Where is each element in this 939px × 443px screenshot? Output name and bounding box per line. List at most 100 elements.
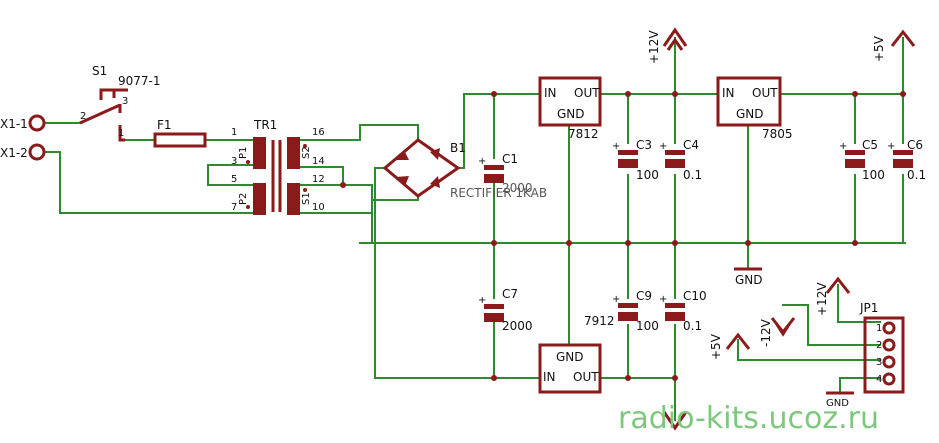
jp1-pin2-label: 2	[876, 340, 882, 351]
ground-symbol: GND	[734, 267, 763, 287]
junction-dot	[672, 240, 678, 246]
cap-plate-icon	[893, 150, 913, 155]
header-pin-icon	[882, 372, 896, 386]
cap-plus-sign: +	[659, 141, 667, 152]
junction-dot	[852, 240, 858, 246]
s1-pin1-label: 1	[118, 128, 124, 139]
r7812-out-label: OUT	[574, 86, 600, 100]
capacitor-c9: + C9 100	[612, 289, 659, 333]
r7805-out-label: OUT	[752, 86, 778, 100]
c3-value-label: 100	[636, 168, 659, 182]
regulator-body-icon	[716, 76, 782, 127]
c6-value-label: 0.1	[907, 168, 926, 182]
switch-lever	[79, 103, 121, 125]
supply-arrow-down-icon	[770, 317, 796, 337]
c9-ref-label: C9	[636, 289, 652, 303]
junction-dot	[491, 91, 497, 97]
junctions	[340, 91, 906, 381]
capacitor-c3: + C3 100	[612, 138, 659, 182]
cap-plate-icon	[618, 159, 638, 168]
watermark-text: radio-kits.ucoz.ru	[618, 401, 879, 436]
header-jp1: JP1 1 2 3 4 +12V -12V +5V GND	[709, 276, 905, 409]
wire-tr14-to-tr12-node	[299, 166, 344, 186]
polarity-dot	[303, 188, 307, 192]
winding-p1-icon	[253, 137, 266, 169]
regulator-7912: GND IN OUT 7912	[538, 314, 615, 394]
cap-plate-icon	[618, 303, 638, 308]
cap-plate-icon	[484, 174, 504, 183]
wire-bridge-positive	[457, 93, 541, 169]
supply-arrow-up-icon	[825, 276, 851, 294]
winding-p1-label: P1	[238, 147, 249, 159]
tr1-pin1-label: 1	[231, 127, 237, 138]
supply-p12-symbol: +12V	[647, 27, 688, 64]
switch-actuator	[99, 88, 128, 100]
bridge-rectifier-b1: B1 RECTIFIER 1KAB	[382, 138, 547, 200]
r7805-in-label: IN	[722, 86, 735, 100]
wire-jp1-gnd	[839, 377, 881, 393]
jp1-p5-label: +5V	[709, 333, 723, 360]
jp1-m12-label: -12V	[759, 318, 773, 347]
supply-arrow-up-icon	[725, 332, 751, 350]
capacitor-c6: + C6 0.1	[887, 138, 926, 182]
wire-x2-to-tr-pin7	[44, 151, 256, 214]
p12-rail-label: +12V	[647, 30, 661, 64]
junction-dot	[566, 240, 572, 246]
cap-plus-sign: +	[887, 141, 895, 152]
cap-plate-icon	[484, 165, 504, 170]
winding-s2-icon	[287, 137, 300, 169]
winding-s1-icon	[287, 183, 300, 215]
winding-s2-label: S2	[301, 146, 312, 159]
junction-dot	[745, 240, 751, 246]
jp1-p12-label: +12V	[815, 282, 829, 316]
x1-2-label: X1-2	[0, 146, 28, 160]
wire-tr-primary-link	[207, 164, 256, 186]
bridge-outline-icon	[382, 138, 461, 198]
cap-plate-icon	[665, 159, 685, 168]
winding-p2-icon	[253, 183, 266, 215]
cap-plate-icon	[893, 159, 913, 168]
polarity-dot	[246, 205, 250, 209]
tr1-pin7-label: 7	[231, 202, 237, 213]
cap-plus-sign: +	[659, 294, 667, 305]
junction-dot	[672, 375, 678, 381]
cap-plate-icon	[618, 150, 638, 155]
junction-dot	[672, 91, 678, 97]
winding-p2-label: P2	[238, 193, 249, 205]
jp1-gnd-label: GND	[826, 398, 849, 409]
transformer-tr1: TR1 1 3 5 7 16 14 12 10 P1 P2 S2 S1	[231, 118, 325, 215]
wire-jp1-p5	[737, 339, 881, 361]
switch-contact-1	[118, 125, 125, 142]
r7812-gnd-label: GND	[557, 107, 585, 121]
c10-ref-label: C10	[683, 289, 707, 303]
tr1-pin3-label: 3	[231, 156, 237, 167]
cap-plate-icon	[845, 150, 865, 155]
c10-value-label: 0.1	[683, 319, 702, 333]
cap-plate-icon	[665, 312, 685, 321]
terminal-x1-1-icon	[28, 114, 46, 132]
diode-icon	[430, 176, 440, 188]
regulator-body-icon	[538, 76, 602, 127]
tr1-pin5-label: 5	[231, 174, 237, 185]
junction-dot	[625, 91, 631, 97]
wire-bridge-negative	[374, 167, 541, 379]
supply-arrow-up-icon	[890, 29, 916, 47]
diode-icon	[396, 150, 409, 160]
supply-p5-symbol: +5V	[872, 29, 916, 62]
diode-icon	[430, 148, 440, 160]
cap-plate-icon	[665, 150, 685, 155]
c7-value-label: 2000	[502, 319, 533, 333]
b1-ref-label: B1	[450, 141, 466, 155]
p5-rail-label: +5V	[872, 35, 886, 62]
connector-x1: X1-1 X1-2	[0, 114, 46, 161]
terminal-x1-2-icon	[28, 143, 46, 161]
r7812-in-label: IN	[544, 86, 557, 100]
r7805-gnd-label: GND	[736, 107, 764, 121]
c1-ref-label: C1	[502, 152, 518, 166]
regulator-7812: IN OUT GND 7812	[538, 76, 602, 141]
c7-ref-label: C7	[502, 287, 518, 301]
r7912-out-label: OUT	[573, 370, 599, 384]
header-pin-icon	[882, 321, 896, 335]
f1-ref-label: F1	[157, 118, 172, 132]
junction-dot	[900, 91, 906, 97]
